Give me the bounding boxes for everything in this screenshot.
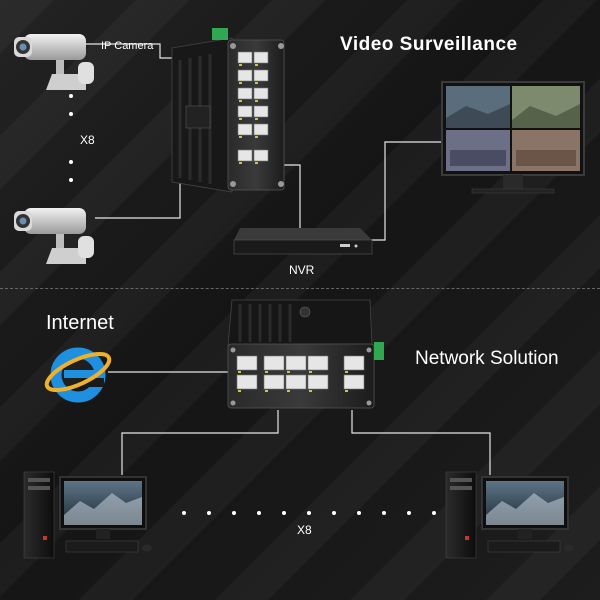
nvr-icon — [233, 228, 373, 255]
camera-count-label: X8 — [80, 133, 95, 147]
desktop-computer-icon — [23, 471, 152, 559]
wire-switch-pc-left — [121, 410, 279, 475]
desktop-computer-icon — [445, 471, 574, 559]
nvr-label: NVR — [289, 263, 315, 277]
wire-nvr-monitor — [370, 141, 443, 241]
ip-camera-icon — [14, 34, 94, 90]
industrial-switch-icon — [171, 28, 285, 193]
connection-lines — [85, 43, 491, 475]
computer-count-label: X8 — [297, 523, 312, 537]
industrial-switch-icon — [227, 299, 384, 409]
ip-camera-label: IP Camera — [101, 40, 154, 52]
computer-ellipsis — [182, 511, 436, 515]
internet-label: Internet — [46, 312, 114, 334]
video-surveillance-title: Video Surveillance — [340, 34, 518, 55]
wire-switch-pc-right — [351, 410, 491, 475]
ip-camera-icon — [14, 208, 94, 264]
camera-ellipsis-upper — [69, 94, 73, 130]
network-solution-title: Network Solution — [415, 348, 559, 369]
section-divider — [0, 288, 600, 289]
monitor-icon — [441, 81, 585, 194]
camera-ellipsis-lower — [69, 160, 73, 196]
internet-explorer-icon — [44, 347, 112, 403]
